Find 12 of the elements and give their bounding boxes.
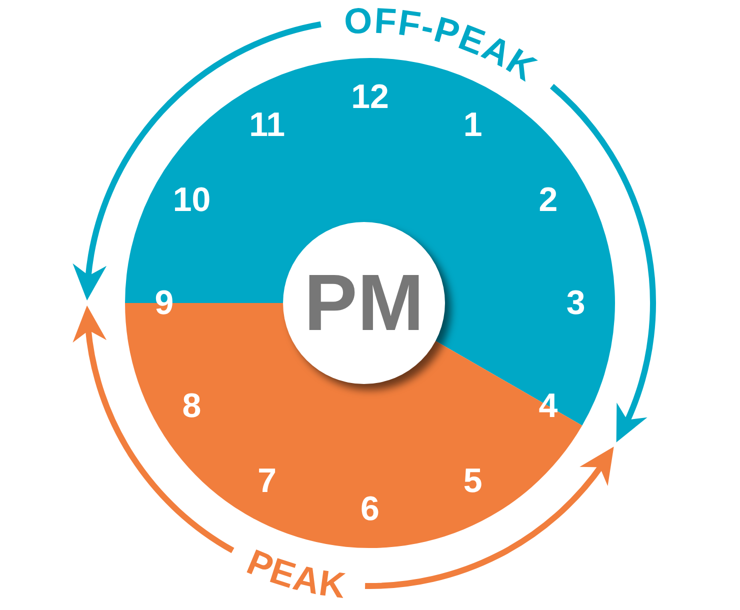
hour-number: 2 (538, 183, 558, 218)
hour-number: 10 (172, 183, 211, 218)
hour-number: 12 (351, 80, 389, 114)
hour-number: 5 (463, 464, 482, 498)
range-label: PEAK (241, 540, 349, 606)
hour-number: 3 (566, 286, 586, 320)
hour-number: 7 (258, 464, 277, 498)
hour-number: 8 (182, 388, 202, 423)
hour-number: 11 (249, 108, 286, 142)
period-label: PM (304, 263, 424, 343)
hour-number: 6 (360, 492, 380, 526)
hour-number: 1 (463, 108, 482, 142)
